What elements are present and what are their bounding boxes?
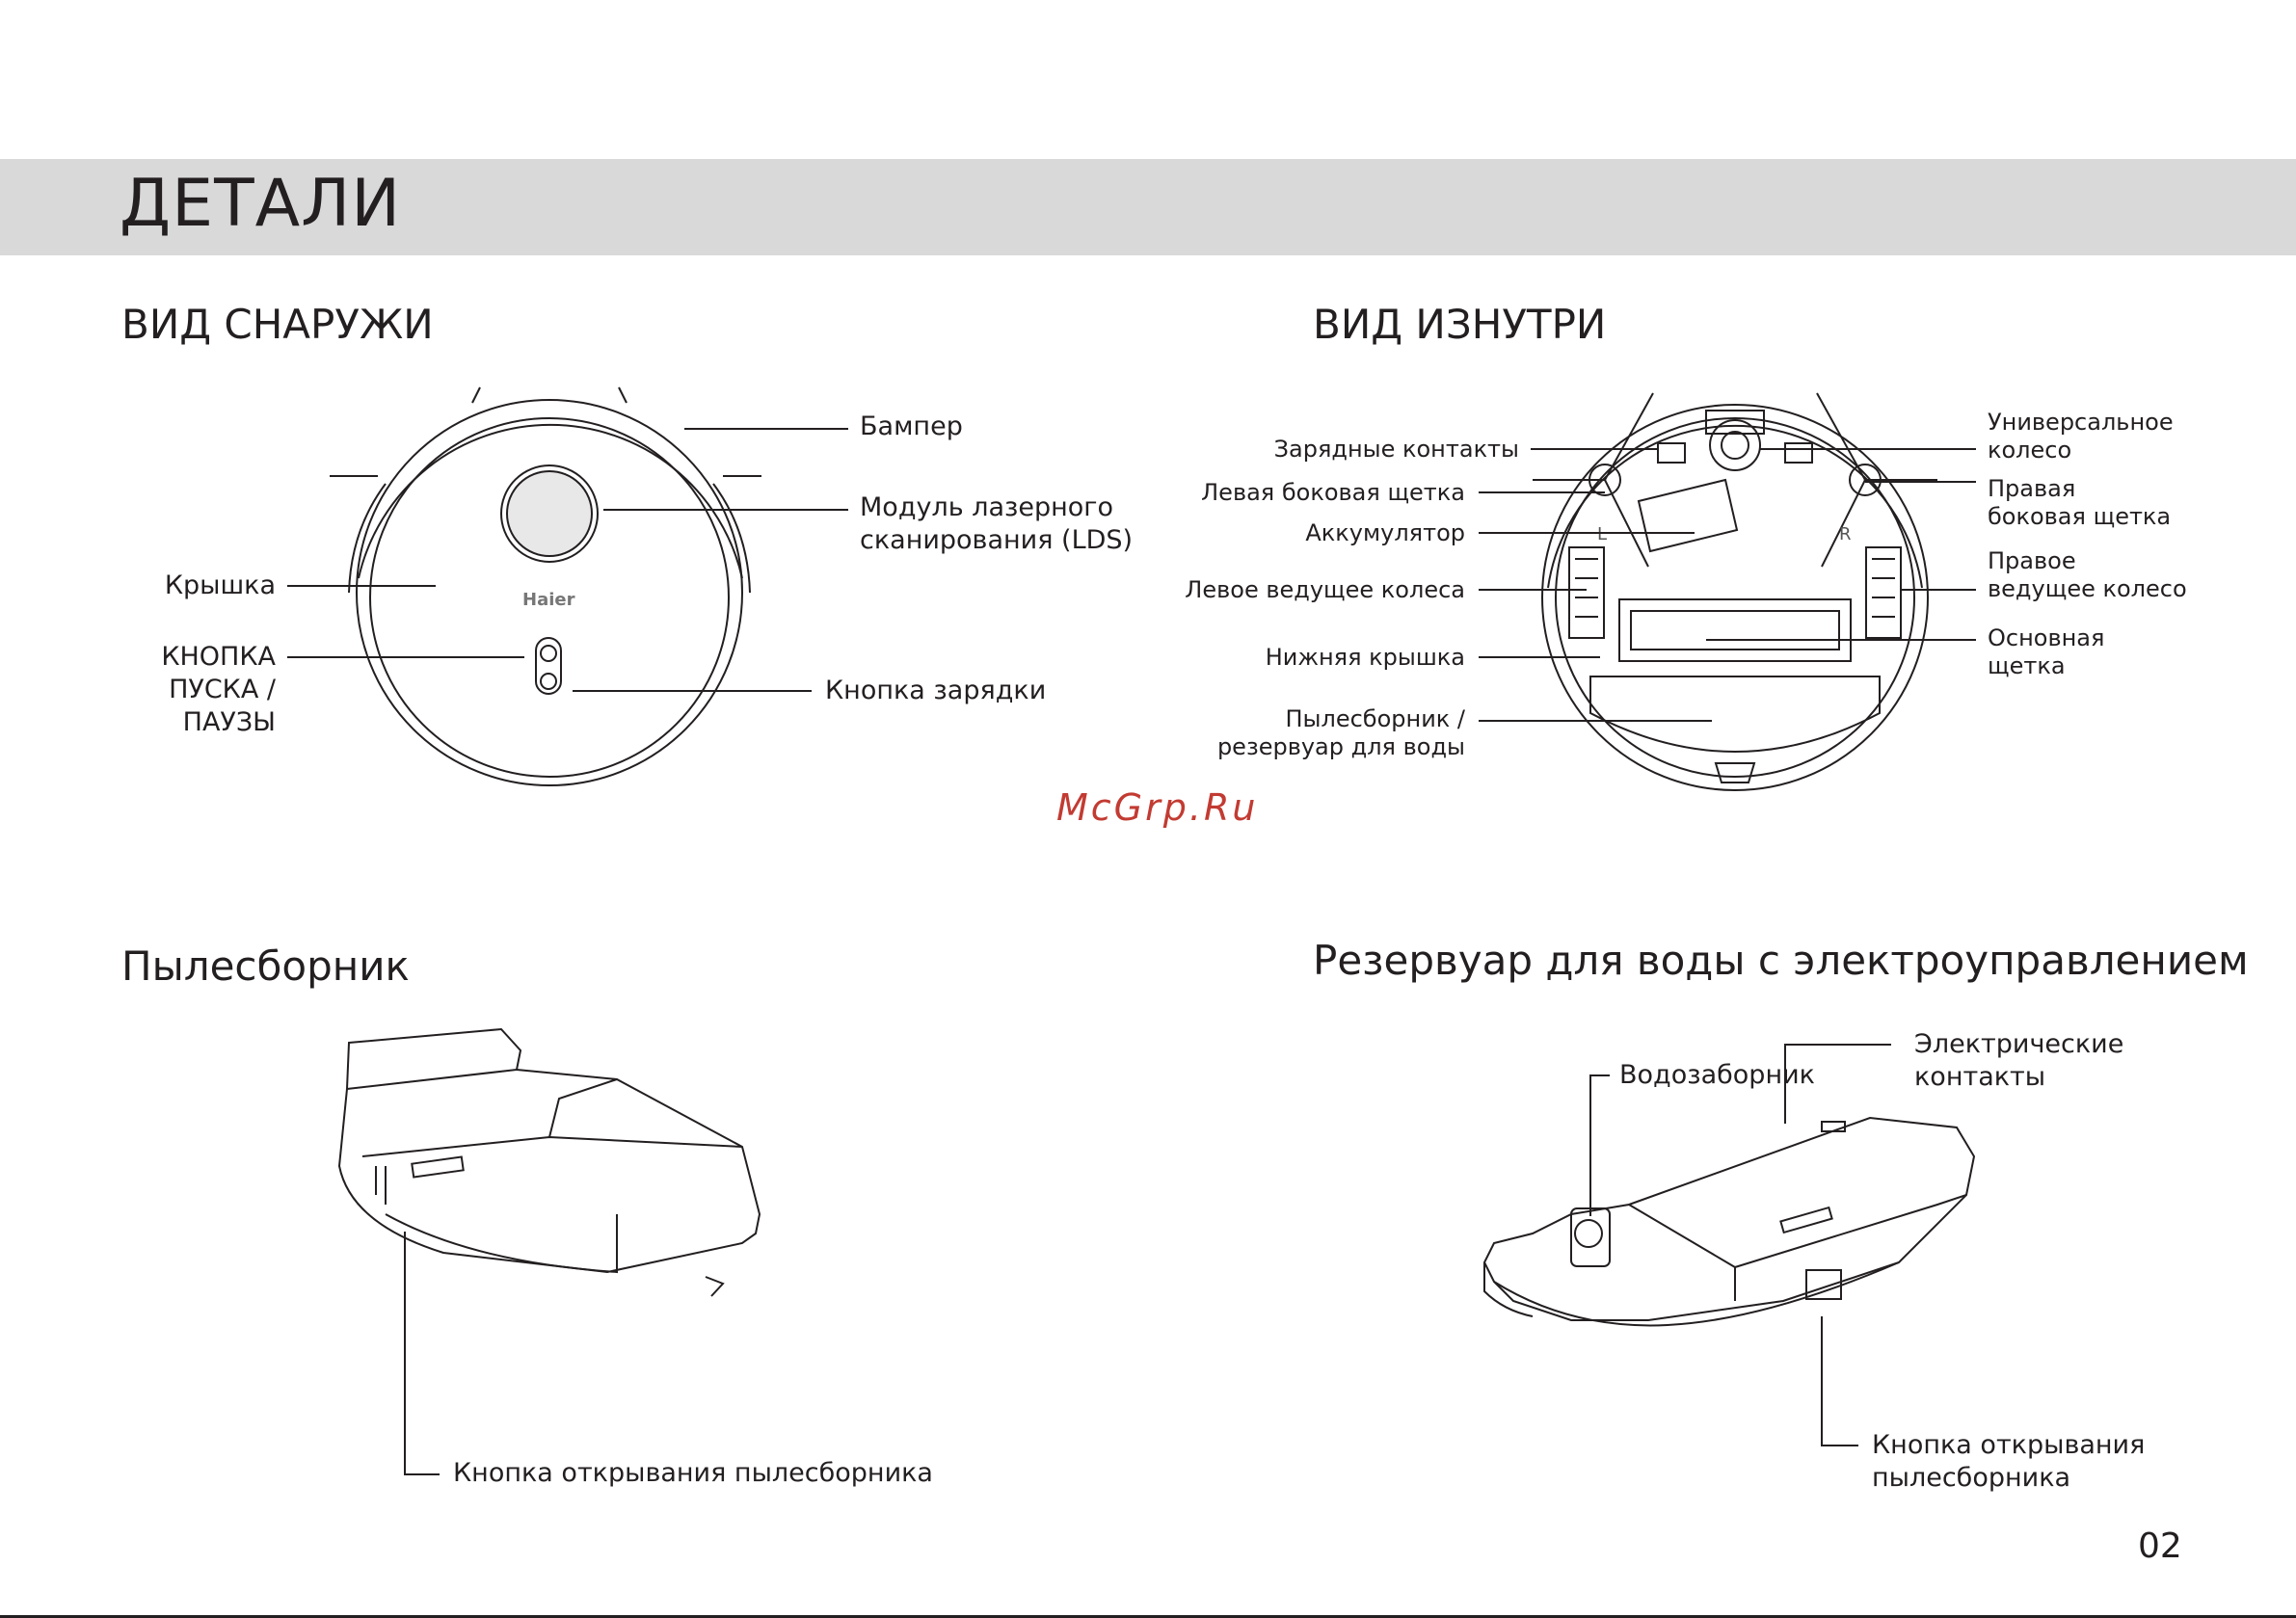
label-bin-line2: резервуар для воды: [1216, 733, 1465, 760]
brand-logo: Haier: [522, 590, 575, 610]
label-right-brush-line1: Правая: [1988, 475, 2076, 502]
label-left-side-brush: Левая боковая щетка: [1201, 479, 1465, 506]
label-lds-line1: Модуль лазерного: [860, 492, 1113, 522]
robot-top-view-illustration: [330, 386, 761, 786]
mark-left: L: [1597, 524, 1608, 544]
label-battery: Аккумулятор: [1305, 519, 1465, 546]
label-charge-button: Кнопка зарядки: [825, 676, 1047, 705]
label-charging-contacts: Зарядные контакты: [1273, 436, 1519, 463]
header-band: [0, 159, 2296, 255]
footer-rule: [0, 1615, 2296, 1618]
section-dustbin: Пылесборник: [121, 942, 410, 990]
robot-bottom-view-illustration: [1533, 392, 1937, 791]
label-main-brush-line1: Основная: [1988, 624, 2105, 651]
label-water-inlet: Водозаборник: [1619, 1060, 1815, 1090]
label-bumper: Бампер: [860, 411, 963, 441]
page-title: ДЕТАЛИ: [120, 166, 402, 242]
water-tank-illustration: [1482, 1116, 1976, 1327]
dustbin-illustration: [337, 1027, 761, 1297]
section-inside-view: ВИД ИЗНУТРИ: [1313, 301, 1607, 348]
mark-right: R: [1839, 524, 1852, 544]
label-main-brush-line2: щетка: [1988, 652, 2066, 679]
label-right-wheel-line1: Правое: [1988, 547, 2076, 574]
label-tank-open-line1: Кнопка открывания: [1872, 1430, 2146, 1460]
label-bottom-cover: Нижняя крышка: [1265, 644, 1465, 671]
section-water-tank: Резервуар для воды с электроуправлением: [1313, 937, 2249, 984]
label-contacts-line1: Электрические: [1914, 1029, 2124, 1059]
section-outside-view: ВИД СНАРУЖИ: [121, 301, 434, 348]
label-tank-open-line2: пылесборника: [1872, 1463, 2071, 1493]
label-start-line2: ПУСКА /: [169, 675, 276, 704]
label-lid: Крышка: [164, 570, 276, 600]
label-bin-line1: Пылесборник /: [1285, 705, 1465, 732]
label-start-line3: ПАУЗЫ: [182, 707, 276, 737]
label-start-line1: КНОПКА: [161, 642, 276, 672]
label-contacts-line2: контакты: [1914, 1062, 2046, 1092]
label-universal-line2: колесо: [1988, 437, 2072, 464]
label-universal-line1: Универсальное: [1988, 409, 2174, 436]
label-left-drive-wheel: Левое ведущее колеса: [1185, 576, 1465, 603]
label-lds-line2: сканирования (LDS): [860, 525, 1134, 555]
watermark: McGrp.Ru: [1056, 786, 1259, 829]
page-number: 02: [2138, 1526, 2182, 1566]
label-right-brush-line2: боковая щетка: [1988, 503, 2172, 530]
label-right-wheel-line2: ведущее колесо: [1988, 575, 2187, 602]
label-dustbin-open-button: Кнопка открывания пылесборника: [453, 1458, 933, 1488]
